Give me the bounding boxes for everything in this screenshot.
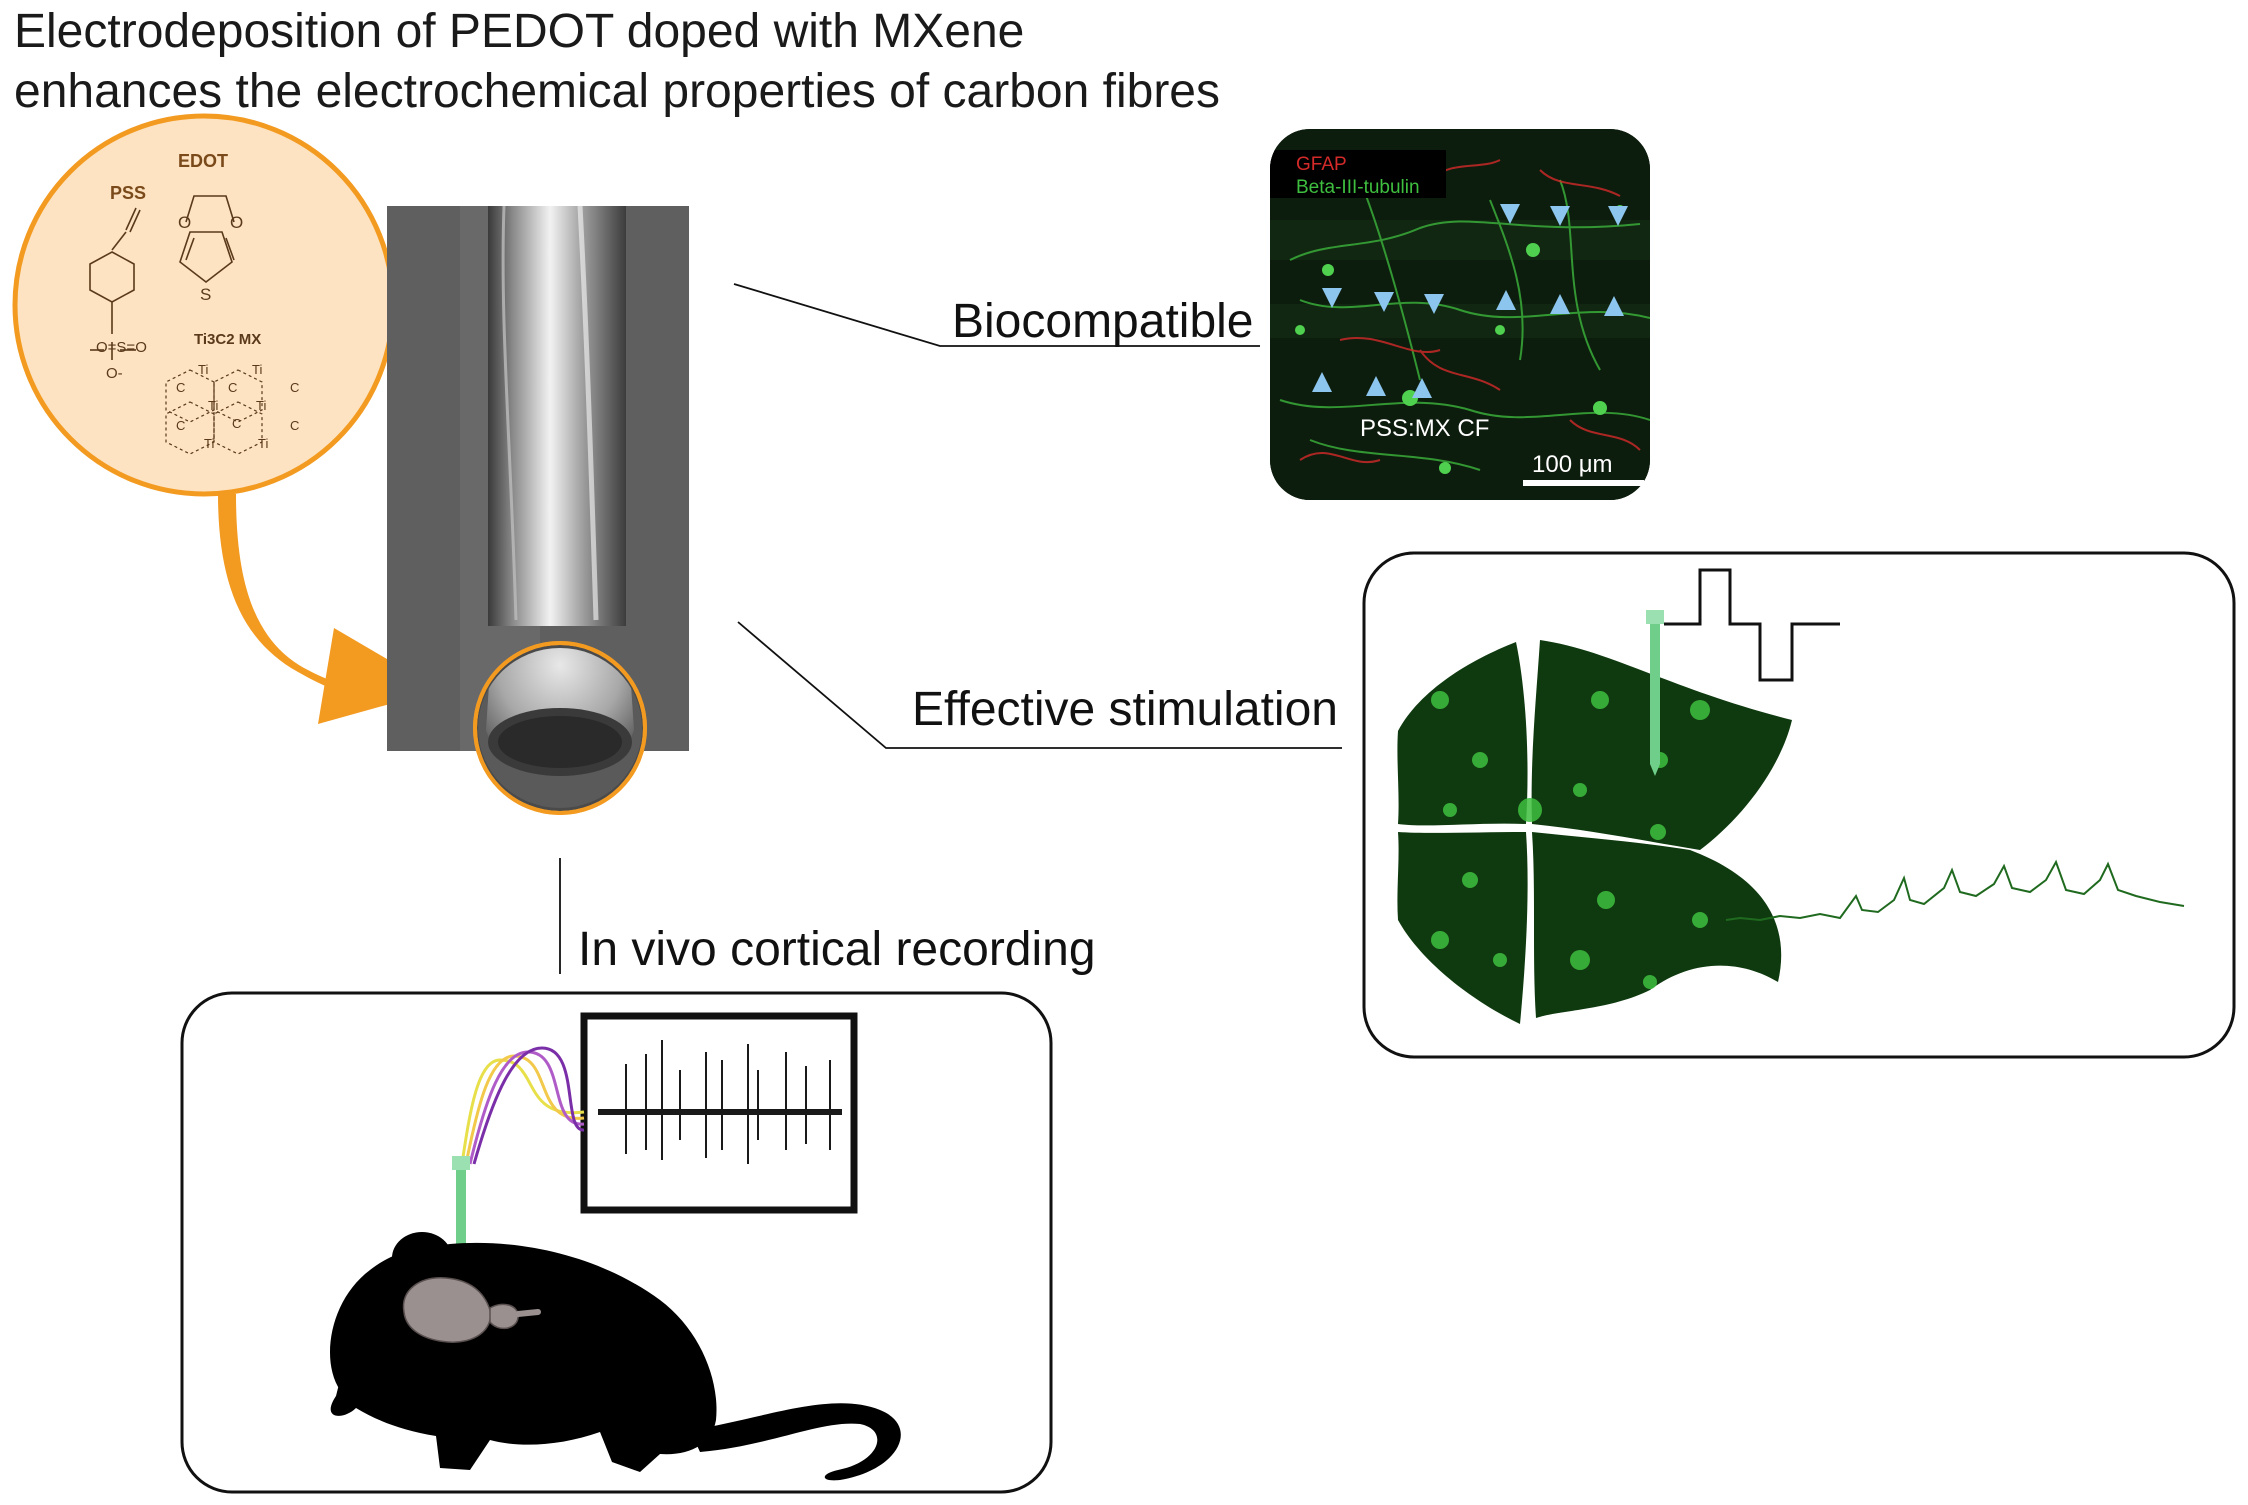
c-3: C (290, 380, 299, 395)
ti-3: Ti (208, 398, 218, 413)
edot-structure-icon (179, 195, 235, 284)
down-arrow-icon (1322, 288, 1342, 308)
edot-o-right: O (230, 213, 243, 232)
mxene-lattice-icon (165, 369, 263, 455)
stain-tubulin-label: Beta-III-tubulin (1296, 177, 1420, 198)
micrograph-cells (1295, 205, 1625, 474)
edot-o-left: O (178, 213, 191, 232)
down-arrow-icon (1424, 294, 1444, 314)
tubulin-neurites (1279, 179, 1650, 471)
stimulus-pulse-trace (1664, 568, 1840, 682)
c-5: C (232, 416, 241, 431)
curved-arrow-icon (218, 494, 440, 724)
c-4: C (176, 418, 185, 433)
ti-1: Ti (198, 362, 208, 377)
ti-5: Ti (204, 436, 214, 451)
spike-trace (598, 1040, 842, 1164)
gfap-astrocytes (1299, 159, 1641, 464)
calcium-response-trace (1725, 859, 2185, 922)
micrograph-panel: GFAP Beta-III-tubulin PSS:MX CF 100 μm (1270, 129, 1650, 500)
connector-biocompatible (733, 283, 1260, 347)
mouse-probe-icon (452, 1156, 470, 1290)
electrode-probe-icon (1646, 610, 1664, 776)
ti-6: Ti (258, 436, 268, 451)
carbon-fibre-sem (387, 206, 689, 815)
c-1: C (176, 380, 185, 395)
up-arrow-icon (1366, 376, 1386, 396)
recording-panel (180, 991, 1053, 1494)
retina-cloverleaf-icon (1397, 640, 1792, 1024)
brain-icon (402, 1277, 541, 1343)
c-6: C (290, 418, 299, 433)
stimulation-panel (1362, 551, 2236, 1059)
pss-sulfonate-text: O=S=O (96, 339, 147, 356)
mxene-label: Ti3C2 MX (194, 331, 261, 348)
fibre-arrows (1312, 204, 1628, 398)
pss-label: PSS (110, 183, 146, 203)
stain-gfap-label: GFAP (1296, 154, 1347, 175)
up-arrow-icon (1312, 372, 1332, 392)
c-2: C (228, 380, 237, 395)
up-arrow-icon (1496, 290, 1516, 310)
scale-bar (1523, 480, 1644, 486)
up-arrow-icon (1604, 296, 1624, 316)
mxene-atoms: Ti Ti Ti Ti Ti Ti C C C C C C (176, 362, 299, 451)
ti-4: Ti (256, 398, 266, 413)
title-line-1: Electrodeposition of PEDOT doped with MX… (14, 5, 1025, 58)
stain-legend-box (1270, 150, 1446, 198)
connector-lines (559, 283, 1342, 974)
up-arrow-icon (1412, 378, 1432, 398)
pss-o-minus: O- (106, 365, 123, 382)
label-recording: In vivo cortical recording (578, 923, 1096, 976)
chemistry-inset: O=S=O O- PSS O O S EDOT Ti3C2 MX (12, 113, 396, 497)
ti-2: Ti (252, 362, 262, 377)
edot-label: EDOT (178, 151, 228, 171)
up-arrow-icon (1550, 294, 1570, 314)
edot-s: S (200, 285, 211, 304)
connector-stimulation (737, 621, 1342, 749)
scale-bar-label: 100 μm (1532, 451, 1613, 478)
label-stimulation: Effective stimulation (912, 683, 1338, 736)
recording-wires (460, 1046, 585, 1165)
title-line-2: enhances the electrochemical properties … (14, 65, 1220, 118)
pss-structure-icon (89, 207, 141, 360)
sample-label: PSS:MX CF (1360, 415, 1489, 442)
down-arrow-icon (1374, 292, 1394, 312)
down-arrow-icon (1608, 206, 1628, 226)
fibre-shaft (488, 206, 626, 626)
down-arrow-icon (1500, 204, 1520, 224)
down-arrow-icon (1550, 206, 1570, 226)
label-biocompatible: Biocompatible (952, 295, 1254, 348)
